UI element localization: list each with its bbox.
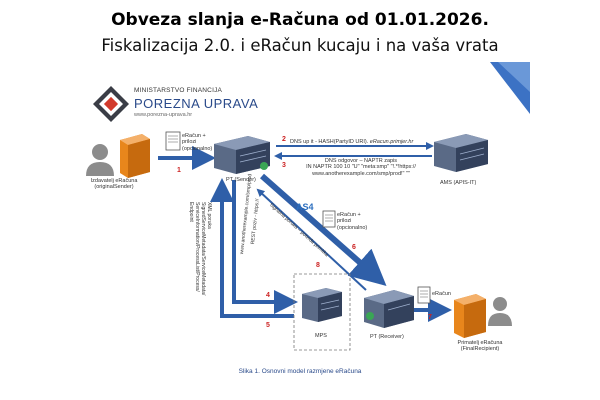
server-icon-mps [302,288,342,322]
step-number-7: 7 [428,314,432,321]
logo-mark-icon [93,86,129,122]
node-label-original-sender: Izdavatelj eRačuna (originalSender) [90,178,138,191]
document-icon-1 [165,131,181,151]
person-icon-recipient [488,297,512,326]
step-number-3: 3 [282,162,286,169]
arrow-4 [232,180,298,314]
mps-dashed-box [293,273,351,351]
step-number-2: 2 [282,136,286,143]
node-label-recipient: Primatelj eRačuna (FinalRecipient) [457,340,503,353]
logo-url-text: www.porezna-uprava.hr [134,112,193,118]
decorative-triangle-accent [490,62,530,114]
step-number-1: 1 [177,167,181,174]
document-icon-3 [417,286,431,304]
logo-ministry-text: MINISTARSTVO FINANCIJA [134,87,223,94]
step-number-5: 5 [266,322,270,329]
orange-server-icon-recipient [454,294,486,338]
page-subtitle: Fiskalizacija 2.0. i eRačun kucaju i na … [101,36,499,55]
arrow-5 [210,178,294,318]
xml-message-label: XML poruka SignedServiceMetadata/Service… [188,202,212,296]
server-icon-pt-receiver [364,290,414,328]
person-icon [86,144,114,176]
node-label-pt-sender: PT (Sender) [226,177,256,183]
server-icon-ams [434,134,488,172]
page-title: Obveza slanja e-Računa od 01.01.2026. [111,10,489,30]
document-label-1: eRačun + prilozi (opcionalno) [182,133,213,152]
arrow-8 [256,188,367,291]
document-label-3: eRačun [432,291,451,297]
porezna-uprava-logo: MINISTARSTVO FINANCIJA POREZNA UPRAVA ww… [92,85,258,125]
document-icon-2 [322,210,336,228]
node-label-mps: MPS [315,333,327,339]
as4-label: AS4 [296,202,314,212]
logo-name-text: POREZNA UPRAVA [134,96,259,111]
orange-server-icon-sender [120,134,150,178]
figure-caption: Slika 1. Osnovni model razmjene eRačuna [238,368,362,375]
step-number-8: 8 [316,262,320,269]
dns-query-label: DNS up it - HASH(PartyID URI). eRacun.pr… [290,139,414,145]
document-label-2: eRačun + prilozi (opcionalno) [337,212,368,231]
node-label-ams: AMS (APIS-IT) [440,180,477,186]
arrow-6 [260,173,387,286]
node-label-pt-receiver: PT (Receiver) [370,334,404,340]
step-number-6: 6 [352,244,356,251]
server-icon-pt-sender [214,136,270,174]
step-number-4: 4 [266,292,270,299]
dns-reply-label: DNS odgovor – NAPTR zapis IN NAPTR 100 1… [306,158,416,177]
